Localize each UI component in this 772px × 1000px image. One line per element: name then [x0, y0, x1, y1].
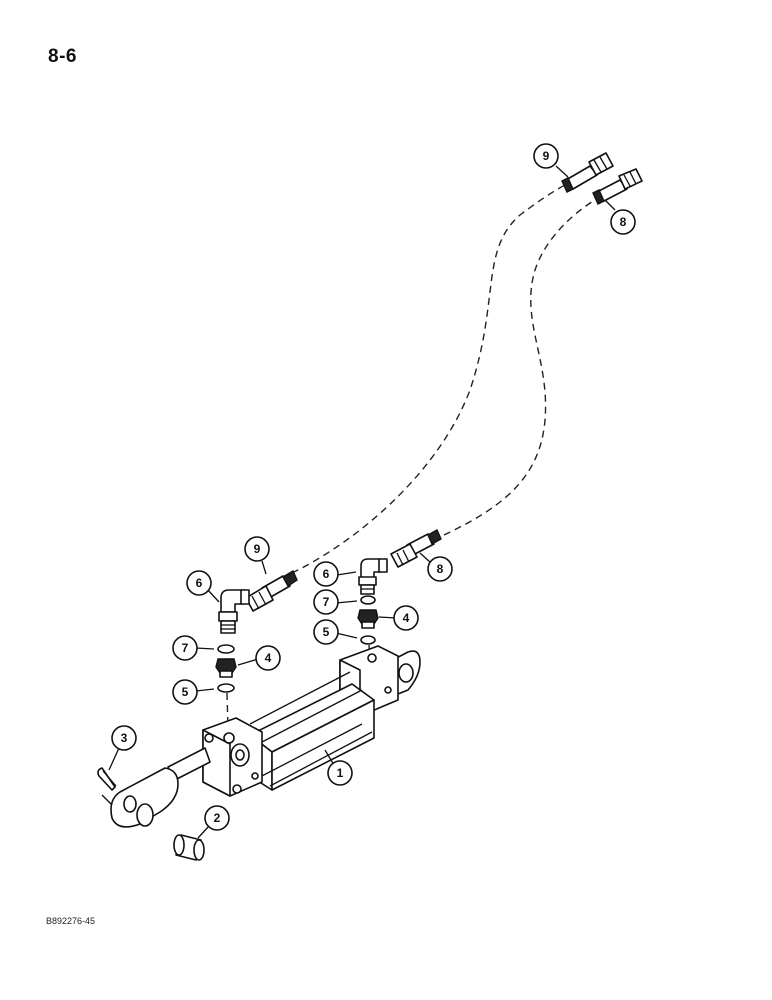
callout-4-right: 4 [393, 605, 419, 631]
callout-6-left: 6 [186, 570, 212, 596]
leader-7-left [195, 647, 215, 650]
callout-label: 7 [182, 641, 189, 655]
callout-label: 8 [620, 215, 627, 229]
callout-4-left: 4 [255, 645, 281, 671]
callout-9-top: 9 [533, 143, 559, 169]
callout-label: 8 [437, 562, 444, 576]
hose-line-right [432, 197, 599, 541]
elbow-fitting-6-left [218, 589, 250, 634]
callout-label: 6 [196, 576, 203, 590]
leader-4-left [237, 658, 259, 666]
callout-7-left: 7 [172, 635, 198, 661]
callout-6-right: 6 [313, 561, 339, 587]
callout-label: 3 [121, 731, 128, 745]
o-ring-5-right [360, 635, 376, 645]
callout-5-left: 5 [172, 679, 198, 705]
hydraulic-cylinder [101, 645, 421, 828]
callout-9-mid: 9 [244, 536, 270, 562]
o-ring-7-right [360, 595, 376, 605]
figure-code: B892276-45 [46, 916, 96, 926]
leader-4-right [378, 616, 397, 619]
leader-2 [197, 825, 210, 839]
callout-2: 2 [204, 805, 230, 831]
callout-5-right: 5 [313, 619, 339, 645]
callout-label: 4 [403, 611, 410, 625]
adapter-4-right [357, 609, 379, 629]
o-ring-7-left [217, 644, 235, 654]
o-ring-5-left [217, 683, 235, 693]
callout-label: 5 [182, 685, 189, 699]
callout-label: 9 [543, 149, 550, 163]
callout-7-right: 7 [313, 589, 339, 615]
leader-5-right [335, 632, 358, 639]
page-number: 8-6 [48, 46, 77, 67]
adapter-4-left [215, 658, 237, 678]
leader-8-top [604, 199, 616, 211]
callout-8-mid: 8 [427, 556, 453, 582]
callout-label: 2 [214, 811, 221, 825]
leader-7-right [335, 600, 358, 604]
leader-3 [108, 747, 120, 771]
leader-9-mid [261, 560, 267, 575]
leader-6-left [206, 588, 220, 603]
callout-label: 5 [323, 625, 330, 639]
callout-label: 7 [323, 595, 330, 609]
callout-label: 9 [254, 542, 261, 556]
clevis-pin-2 [173, 834, 205, 861]
hose-fitting-9-top [561, 152, 614, 193]
hose-fitting-9-mid [245, 569, 298, 612]
leader-8-mid [419, 552, 432, 564]
hose-fitting-8-mid [390, 529, 442, 568]
callout-3: 3 [111, 725, 137, 751]
leader-1 [324, 749, 335, 766]
leader-6-right [336, 571, 357, 576]
leader-5-left [195, 688, 215, 692]
cotter-pin-3 [97, 767, 117, 791]
callout-8-top: 8 [610, 209, 636, 235]
leader-9-top [555, 165, 569, 178]
elbow-fitting-6-right [358, 558, 388, 595]
callout-label: 1 [337, 766, 344, 780]
hose-fitting-8-top [592, 168, 643, 205]
callout-1: 1 [327, 760, 353, 786]
callout-label: 6 [323, 567, 330, 581]
hose-line-left [291, 183, 568, 574]
callout-label: 4 [265, 651, 272, 665]
